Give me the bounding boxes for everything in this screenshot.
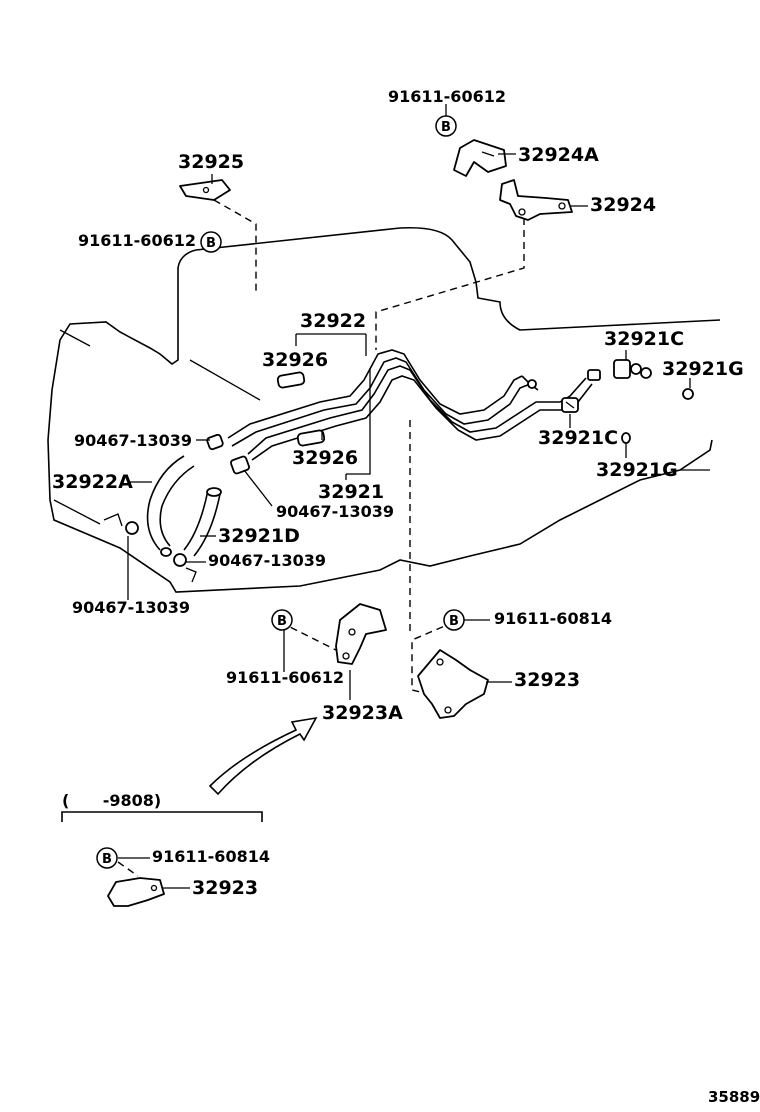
part-label-32922a: 32922A <box>52 471 133 493</box>
part-label-91611-60814-right: 91611-60814 <box>494 609 612 628</box>
part-label-32921c-lower: 32921C <box>538 427 618 449</box>
leader-lines <box>118 104 691 889</box>
hose-clamps <box>103 433 250 583</box>
part-label-32921: 32921 <box>318 481 384 503</box>
circled-letter-b-icon: B <box>206 236 216 251</box>
circled-letter-b-icon: B <box>441 120 451 135</box>
clamp-icon <box>173 553 197 583</box>
bracket-32923 <box>417 649 489 719</box>
part-label-32926-upper: 32926 <box>262 349 328 371</box>
diagram-number: 358895 <box>708 1088 760 1106</box>
part-label-91611-60612-bottom: 91611-60612 <box>226 668 344 687</box>
part-label-32923-right: 32923 <box>514 669 580 691</box>
part-label-32922: 32922 <box>300 310 366 332</box>
part-label-32923a: 32923A <box>322 702 403 724</box>
bolt-marker-top: B <box>435 115 457 137</box>
part-label-32926-lower: 32926 <box>292 447 358 469</box>
bracket-32923-inset <box>107 877 165 907</box>
bracket-32924a <box>453 139 507 177</box>
fittings-right <box>521 359 694 444</box>
bolt-marker-inset: B <box>96 847 118 869</box>
clamp-icon <box>103 513 139 535</box>
part-label-90467-13039-d: 90467-13039 <box>72 598 190 617</box>
circled-letter-b-icon: B <box>102 852 112 867</box>
part-label-32923-inset: 32923 <box>192 877 258 899</box>
bracket-32925 <box>179 179 231 201</box>
part-label-32924: 32924 <box>590 194 656 216</box>
curved-arrow-icon <box>208 716 318 796</box>
part-label-90467-13039-c: 90467-13039 <box>208 551 326 570</box>
bracket-32923a <box>335 603 387 665</box>
circled-letter-b-icon: B <box>277 614 287 629</box>
bracket-32924 <box>499 179 573 221</box>
clamp-icon <box>230 455 250 475</box>
bolt-marker-bracket-a: B <box>271 609 293 631</box>
part-label-90467-13039-b: 90467-13039 <box>276 502 394 521</box>
part-label-32925: 32925 <box>178 151 244 173</box>
bolt-marker-left: B <box>200 231 222 253</box>
clamp-icon <box>206 433 224 451</box>
part-label-91611-60612-top: 91611-60612 <box>388 87 506 106</box>
part-label-32921d: 32921D <box>218 525 300 547</box>
bolt-marker-bracket: B <box>443 609 465 631</box>
part-label-32921g-lower: 32921G <box>596 459 678 481</box>
part-labels: 91611-60612 32924A 32924 32925 91611-606… <box>52 87 760 1106</box>
part-label-32921c-upper: 32921C <box>604 328 684 350</box>
fuel-tube-assembly <box>227 349 593 461</box>
installation-guide-lines <box>117 199 525 877</box>
part-label-32924a: 32924A <box>518 144 599 166</box>
part-label-90467-13039-a: 90467-13039 <box>74 431 192 450</box>
part-label-32921g-upper: 32921G <box>662 358 744 380</box>
part-label-91611-60814-inset: 91611-60814 <box>152 847 270 866</box>
period-label: ( -9808) <box>62 791 161 810</box>
circled-letter-b-icon: B <box>449 614 459 629</box>
vehicle-body-outline <box>47 226 721 593</box>
rubber-hoses <box>146 455 222 557</box>
part-label-91611-60612-left: 91611-60612 <box>78 231 196 250</box>
period-bracket <box>61 811 263 822</box>
pipe-clamps-32926 <box>276 371 326 447</box>
